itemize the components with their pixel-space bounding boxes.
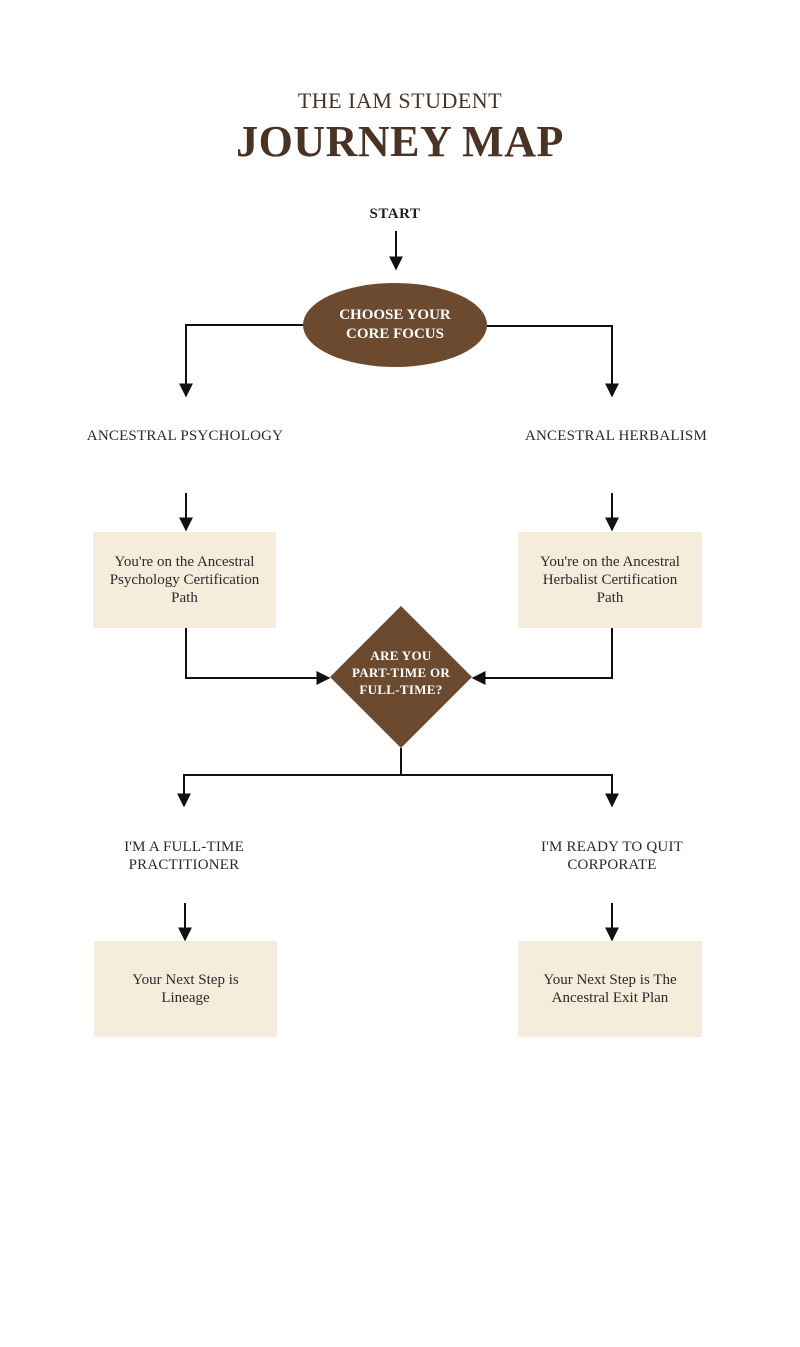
outcome-label-fulltime: I'M A FULL-TIME PRACTITIONER (124, 839, 244, 873)
decision-core-focus-label: CHOOSE YOUR CORE FOCUS (339, 307, 451, 342)
page-subtitle: THE IAM STUDENT (297, 88, 503, 113)
arrow-decision-to-herbalism (487, 325, 619, 398)
next-step-box-exit-plan: Your Next Step is The Ancestral Exit Pla… (518, 941, 702, 1037)
arrow-diamond-to-quit (401, 774, 619, 808)
branch-label-herbalism: ANCESTRAL HERBALISM (524, 428, 707, 444)
path-box-herbalism-text: You're on the Ancestral Herbalist Certif… (540, 554, 680, 606)
outcome-label-quit-corporate: I'M READY TO QUIT CORPORATE (540, 839, 684, 873)
arrow-psych-box-to-diamond (185, 628, 331, 685)
next-step-box-lineage: Your Next Step is Lineage (94, 941, 277, 1037)
path-box-herbalism: You're on the Ancestral Herbalist Certif… (518, 532, 702, 628)
start-label: START (369, 206, 421, 222)
path-box-psychology: You're on the Ancestral Psychology Certi… (93, 532, 276, 628)
decision-time-label: ARE YOU PART-TIME OR FULL-TIME? (351, 648, 451, 697)
branch-label-psychology: ANCESTRAL PSYCHOLOGY (86, 428, 284, 444)
decision-diamond (330, 606, 472, 748)
arrow-herb-box-to-diamond (471, 628, 613, 685)
arrow-diamond-to-fulltime (177, 774, 401, 808)
path-box-psychology-text: You're on the Ancestral Psychology Certi… (109, 554, 260, 606)
next-step-lineage-text: Your Next Step is Lineage (132, 972, 239, 1006)
arrow-decision-to-psychology (179, 324, 304, 398)
page-title: JOURNEY MAP (236, 117, 564, 166)
next-step-exit-plan-text: Your Next Step is The Ancestral Exit Pla… (543, 972, 677, 1006)
decision-core-focus: CHOOSE YOUR CORE FOCUS (303, 283, 487, 367)
